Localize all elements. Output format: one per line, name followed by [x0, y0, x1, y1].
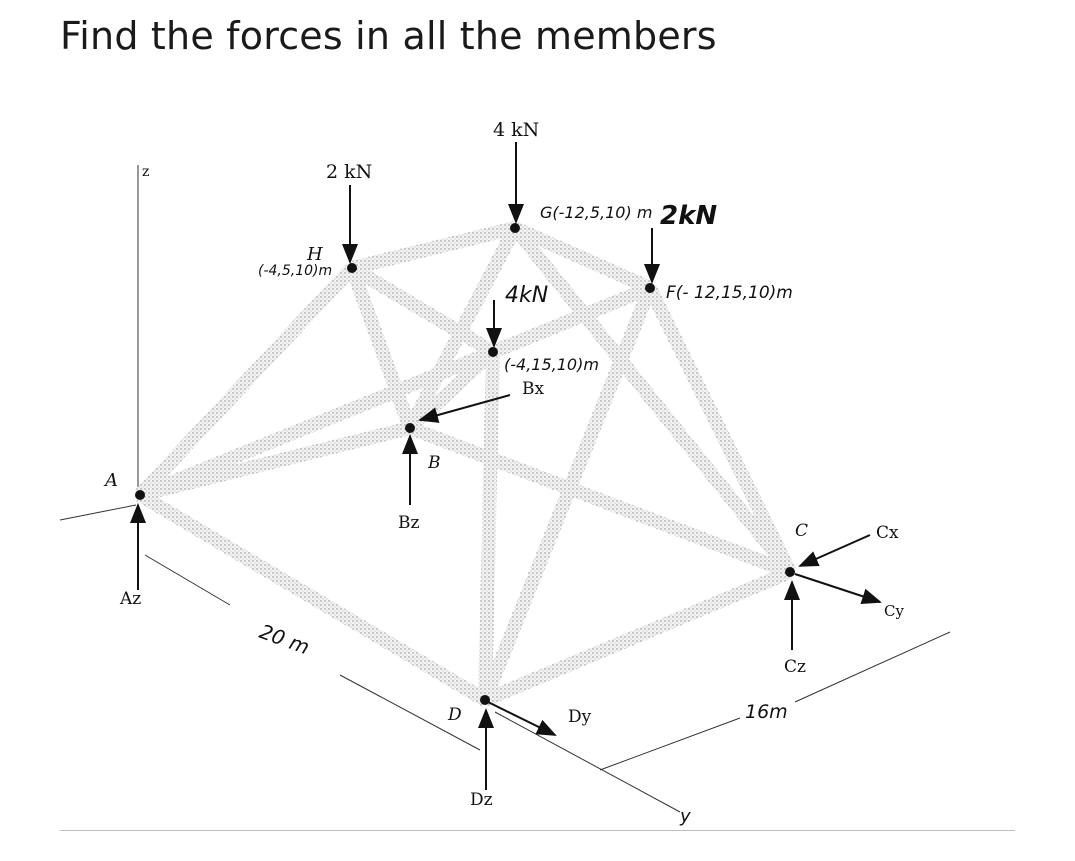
- member-gb: [403, 224, 522, 432]
- support-label-a: A: [103, 470, 118, 491]
- load-label-h: 2 kN: [326, 161, 372, 183]
- joint-e: [488, 347, 498, 357]
- dimension-16m: 16m: [745, 701, 788, 723]
- load-label-f: 2kN: [660, 201, 717, 231]
- bottom-divider: [60, 830, 1015, 831]
- joint-c: [785, 567, 795, 577]
- support-label-cz: Cz: [784, 657, 806, 677]
- load-label-e: 4kN: [505, 283, 548, 308]
- reaction-arrow-dy: [487, 701, 557, 736]
- coord-h-letter: H: [306, 244, 323, 265]
- support-label-cx: Cx: [876, 523, 899, 543]
- member-ef: [490, 281, 653, 359]
- support-label-c: C: [795, 521, 808, 541]
- joint-h: [347, 263, 357, 273]
- axis-label-y: y: [679, 806, 691, 827]
- coord-h: (-4,5,10)m: [258, 263, 332, 279]
- reaction-arrow-cx: [798, 534, 871, 567]
- y-axis-line: [494, 711, 681, 813]
- member-hb: [345, 265, 417, 431]
- reaction-arrow-cy: [794, 573, 882, 604]
- reference-lines: [59, 165, 951, 813]
- joint-b: [405, 423, 415, 433]
- joint-g: [510, 223, 520, 233]
- reaction-arrow-bx: [418, 394, 511, 423]
- support-label-cy: Cy: [884, 602, 904, 620]
- member-ah: [134, 263, 358, 500]
- member-ed: [478, 351, 500, 701]
- joint-a: [135, 490, 145, 500]
- member-hg: [350, 221, 517, 275]
- question-title: Find the forces in all the members: [60, 14, 717, 58]
- load-label-g: 4 kN: [493, 119, 539, 141]
- member-fc: [643, 284, 797, 576]
- z-axis-label: z: [142, 164, 149, 180]
- support-label-dy: Dy: [568, 707, 592, 727]
- member-ad: [136, 488, 489, 707]
- joint-f: [645, 283, 655, 293]
- dim-line-16-right: [794, 631, 951, 703]
- force-arrows: [130, 142, 882, 790]
- support-label-dz: Dz: [470, 790, 493, 810]
- member-ae: [137, 345, 496, 502]
- coord-g: G(-12,5,10) m: [540, 203, 652, 222]
- coord-f: F(- 12,15,10)m: [666, 283, 793, 303]
- support-label-az: Az: [119, 589, 141, 609]
- joint-d: [480, 695, 490, 705]
- member-gc: [509, 223, 796, 577]
- ground-line-left: [59, 504, 137, 521]
- dimension-20m: 20 m: [256, 619, 312, 659]
- coord-e: (-4,15,10)m: [504, 355, 599, 374]
- support-label-b: B: [427, 453, 441, 473]
- joints: [135, 223, 795, 705]
- member-gf: [512, 221, 653, 295]
- support-label-bz: Bz: [398, 513, 419, 533]
- dim-line-16-left: [599, 717, 741, 771]
- support-label-bx: Bx: [522, 379, 544, 399]
- member-he: [348, 261, 497, 359]
- support-label-d: D: [447, 705, 462, 725]
- member-dc: [482, 565, 793, 707]
- dim-line-20-left: [144, 554, 231, 606]
- dim-line-20-right: [339, 674, 481, 751]
- member-bc: [407, 421, 793, 579]
